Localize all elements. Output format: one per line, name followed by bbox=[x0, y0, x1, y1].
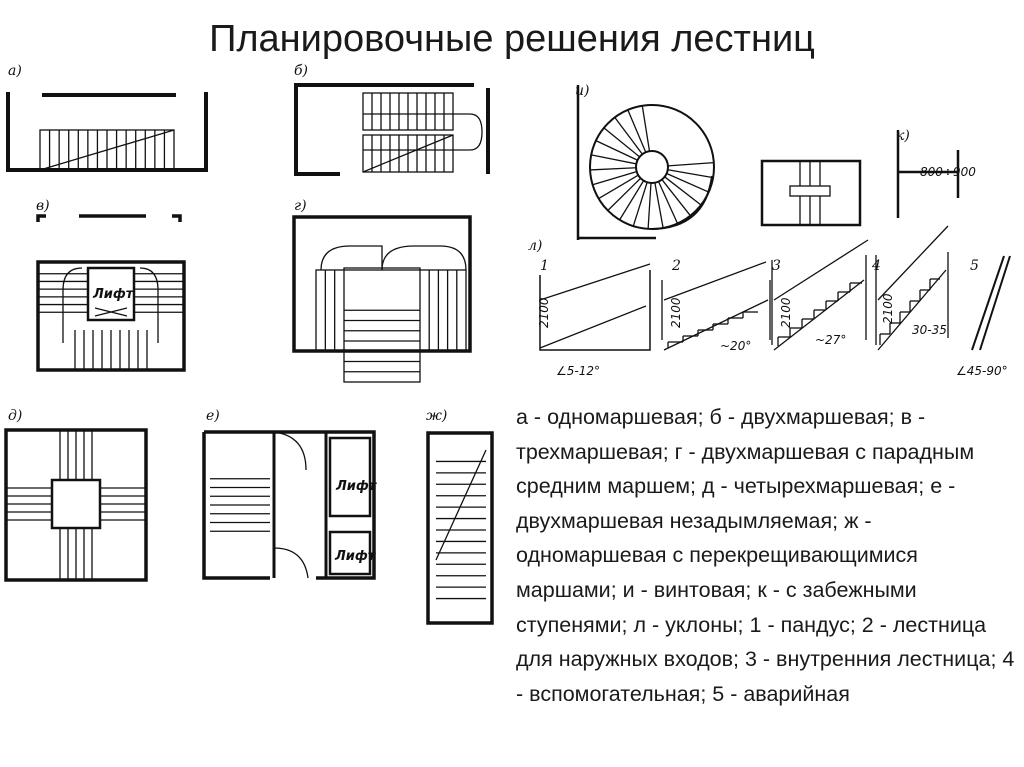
label-k: к) bbox=[896, 128, 910, 144]
dim-angle3: ~27° bbox=[815, 333, 846, 347]
stair-tread bbox=[591, 154, 637, 165]
lift-label-v: Лифт bbox=[92, 287, 135, 302]
stair-tread bbox=[661, 179, 691, 217]
stair-tread bbox=[595, 140, 638, 161]
stair-tread bbox=[592, 170, 637, 186]
dim-h4: 2100 bbox=[881, 293, 895, 324]
stair-tread bbox=[607, 177, 642, 211]
stair-tread bbox=[590, 167, 637, 171]
label-d: д) bbox=[8, 408, 22, 424]
dim-angle2: ~20° bbox=[720, 339, 751, 353]
label-b: б) bbox=[294, 63, 308, 79]
label-zh: ж) bbox=[426, 408, 447, 424]
stair-tread bbox=[603, 127, 641, 158]
page-title: Планировочные решения лестниц bbox=[209, 18, 815, 60]
dim-k-width: 800÷900 bbox=[920, 165, 976, 179]
slope-num-1: 1 bbox=[540, 258, 549, 274]
stair-tread bbox=[627, 109, 647, 153]
stair-tread bbox=[647, 182, 652, 229]
dim-angle1: ∠5-12° bbox=[556, 364, 600, 378]
stair-tread bbox=[614, 117, 643, 155]
stair-tread bbox=[654, 182, 664, 229]
plan-i bbox=[576, 85, 715, 240]
stair-tread bbox=[667, 161, 714, 167]
plan-v bbox=[36, 214, 186, 372]
dim-angle4: 30-35 bbox=[912, 323, 947, 337]
dim-angle5: ∠45-90° bbox=[956, 364, 1008, 378]
plan-d bbox=[4, 428, 148, 582]
stair-tread bbox=[657, 181, 679, 224]
slope-num-5: 5 bbox=[970, 258, 979, 274]
label-e: е) bbox=[206, 408, 220, 424]
stair-tread bbox=[666, 172, 709, 193]
label-a: а) bbox=[8, 63, 22, 79]
slope-num-2: 2 bbox=[671, 258, 681, 274]
plan-l bbox=[539, 225, 1011, 351]
plan-k bbox=[760, 130, 960, 227]
slope-num-3: 3 bbox=[772, 258, 781, 274]
stair-tread bbox=[664, 176, 702, 206]
slope-num-4: 4 bbox=[871, 258, 881, 274]
plan-b bbox=[294, 83, 490, 176]
stair-tread bbox=[598, 174, 639, 200]
lift-label-e1: Лифт bbox=[335, 479, 378, 494]
plan-e bbox=[202, 430, 376, 580]
stair-tread bbox=[641, 105, 651, 152]
label-v: в) bbox=[36, 198, 50, 214]
label-g: г) bbox=[294, 198, 307, 214]
plan-a bbox=[6, 92, 208, 172]
dim-h2: 2100 bbox=[669, 297, 683, 328]
label-i: и) bbox=[575, 83, 589, 99]
label-l: л) bbox=[528, 238, 542, 254]
lift-label-e2: Лифт bbox=[334, 549, 377, 564]
plan-g bbox=[292, 215, 472, 383]
stair-tread bbox=[619, 180, 645, 221]
dim-h3: 2100 bbox=[779, 297, 793, 328]
figure-caption: а - одномаршевая; б - двухмаршевая; в - … bbox=[516, 405, 1015, 706]
plan-zh bbox=[426, 431, 494, 625]
stair-tread bbox=[632, 182, 648, 227]
stair-tread bbox=[667, 169, 714, 179]
dim-h1: 2100 bbox=[537, 297, 551, 328]
